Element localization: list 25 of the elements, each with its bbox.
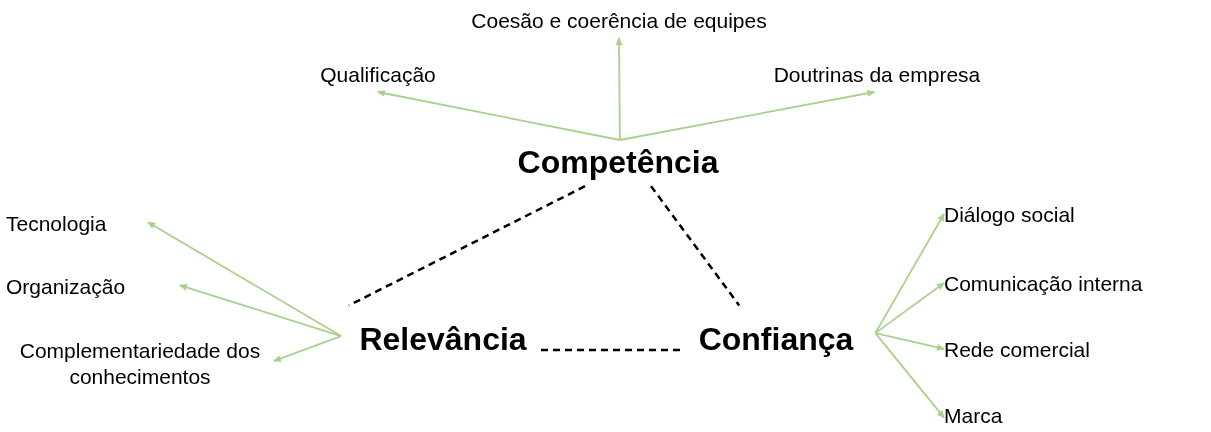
arrow <box>874 332 945 351</box>
concept-label: Tecnologia <box>6 210 107 237</box>
arrow <box>874 213 945 334</box>
dashed-line <box>348 185 586 307</box>
concept-label: Marca <box>944 402 1003 429</box>
concept-label: Diálogo social <box>944 201 1075 228</box>
arrow <box>615 37 623 141</box>
concept-title: Competência <box>517 146 719 178</box>
concept-title: Confiança <box>698 323 854 355</box>
concept-label: Complementariedade dos conhecimentos <box>18 337 262 390</box>
concept-title: Relevância <box>359 323 527 355</box>
arrow <box>147 221 342 337</box>
concept-label: Rede comercial <box>944 336 1090 363</box>
arrow <box>179 284 342 337</box>
concept-label: Coesão e coerência de equipes <box>471 7 767 34</box>
concept-label: Qualificação <box>320 61 436 88</box>
arrow <box>273 335 342 362</box>
concept-label: Doutrinas da empresa <box>773 61 981 88</box>
arrow <box>874 282 945 334</box>
concept-label: Organização <box>6 273 126 300</box>
arrow <box>874 332 945 419</box>
concept-label: Comunicação interna <box>944 270 1143 297</box>
arrow <box>619 89 876 141</box>
dashed-line <box>650 185 741 307</box>
arrow <box>377 89 621 141</box>
